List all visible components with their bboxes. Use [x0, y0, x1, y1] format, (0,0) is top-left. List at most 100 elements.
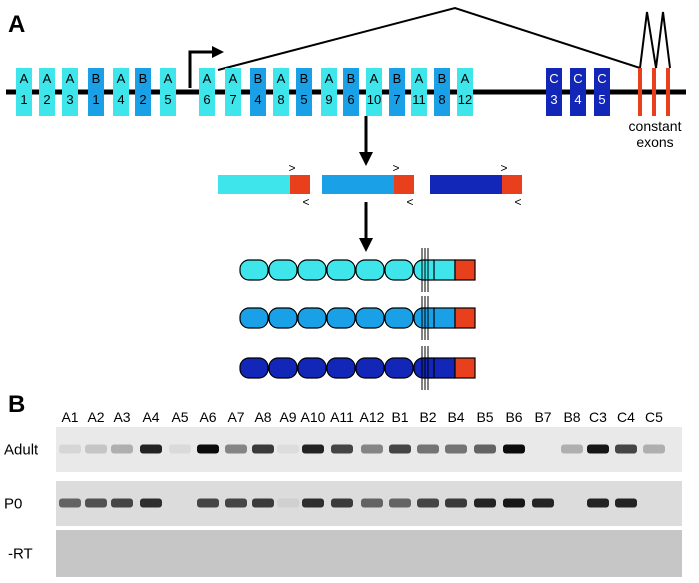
transcript-variable-segment	[218, 175, 290, 194]
cadherin-domain	[297, 259, 327, 281]
splice-line-constant	[639, 11, 671, 69]
forward-primer: >	[392, 161, 399, 175]
exon-box	[199, 68, 215, 116]
cadherin-domain	[384, 357, 414, 379]
gel-band	[197, 444, 219, 454]
cadherin-domain	[239, 307, 269, 329]
gel-band	[277, 498, 299, 508]
exon-a7: A7	[225, 68, 241, 116]
exon-box	[570, 68, 586, 116]
exon-type-label: A	[370, 71, 379, 86]
exon-type-label: C	[597, 71, 606, 86]
gel-band	[331, 498, 353, 508]
constant-exon-1	[638, 68, 642, 116]
gel-band	[389, 444, 411, 454]
cytoplasmic-variable	[433, 259, 456, 281]
exon-box	[225, 68, 241, 116]
gel-band	[361, 498, 383, 508]
cadherin-domain	[355, 307, 385, 329]
exon-b6: B6	[343, 68, 359, 116]
cadherin-domain	[297, 357, 327, 379]
exon-type-label: B	[300, 71, 309, 86]
gel-band	[615, 444, 637, 454]
exon-type-label: A	[66, 71, 75, 86]
gel-band	[474, 498, 496, 508]
transcript-constant-segment	[394, 175, 414, 194]
exon-type-label: B	[347, 71, 356, 86]
exon-number-label: 8	[277, 92, 284, 107]
reverse-primer: <	[406, 195, 413, 209]
transcript-constant-segment	[290, 175, 310, 194]
exon-number-label: 5	[598, 92, 605, 107]
lane-label: B2	[419, 409, 436, 425]
gel-band	[532, 498, 554, 508]
lane-label: A9	[279, 409, 296, 425]
exon-box	[113, 68, 129, 116]
gel-band	[445, 498, 467, 508]
exon-c5: C5	[594, 68, 610, 116]
cytoplasmic-variable	[433, 307, 456, 329]
exon-type-label: A	[415, 71, 424, 86]
exon-type-label: C	[573, 71, 582, 86]
arrow-transcription-head	[359, 152, 373, 166]
flow-arrows	[359, 116, 373, 252]
lane-label: A6	[199, 409, 216, 425]
exon-a5: A5	[160, 68, 176, 116]
exon-box	[434, 68, 450, 116]
exon-a4: A4	[113, 68, 129, 116]
exon-a12: A12	[457, 68, 473, 116]
cadherin-domain	[239, 259, 269, 281]
lane-label: B5	[476, 409, 493, 425]
cytoplasmic-constant	[454, 259, 476, 281]
exon-a10: A 10	[366, 68, 382, 116]
exon-number-label: 12	[458, 92, 472, 107]
exon-box	[160, 68, 176, 116]
gel-band	[111, 498, 133, 508]
exon-number-label: 2	[139, 92, 146, 107]
exon-number-label: 10	[367, 92, 381, 107]
gel-band	[503, 444, 525, 454]
gel-band	[587, 444, 609, 454]
forward-primer: >	[500, 161, 507, 175]
exon-box	[546, 68, 562, 116]
transcripts: ><><><	[218, 161, 522, 209]
gel-band	[389, 498, 411, 508]
exon-a11: A11	[411, 68, 427, 116]
gel-band	[417, 444, 439, 454]
promoter-arrow	[188, 50, 215, 88]
lane-label: A7	[227, 409, 244, 425]
cytoplasmic-variable	[433, 357, 456, 379]
exon-a8: A8	[273, 68, 289, 116]
cadherin-domain	[326, 357, 356, 379]
gel-band	[277, 444, 299, 454]
exon-type-label: A	[20, 71, 29, 86]
exon-box	[366, 68, 382, 116]
panel-label-b: B	[8, 391, 25, 418]
cadherin-domain	[268, 259, 298, 281]
exon-number-label: 6	[203, 92, 210, 107]
exon-number-label: 1	[92, 92, 99, 107]
lane-label: A4	[142, 409, 159, 425]
exon-box	[343, 68, 359, 116]
transcript-constant-segment	[502, 175, 522, 194]
exon-type-label: A	[43, 71, 52, 86]
gene-structure: A1A2A3B1A4B2A5A6A7B4A8B5A9B6A10B7A11B8A1…	[6, 6, 686, 150]
lane-label: A12	[360, 409, 385, 425]
exon-type-label: B	[393, 71, 402, 86]
protein-c	[239, 346, 476, 390]
cadherin-domain	[268, 307, 298, 329]
exon-a9: A9	[321, 68, 337, 116]
splice-line-variable	[217, 6, 641, 71]
gel-row-rt: -RT	[8, 530, 682, 577]
constant-exon-3	[666, 68, 670, 116]
lane-label: A2	[87, 409, 104, 425]
exon-b2: B2	[135, 68, 151, 116]
exon-type-label: B	[139, 71, 148, 86]
gel-band	[225, 498, 247, 508]
promoter-arrow-head	[212, 46, 224, 58]
lane-label: C4	[617, 409, 635, 425]
exon-box	[457, 68, 473, 116]
gel-band	[59, 498, 81, 508]
cadherin-domain	[326, 307, 356, 329]
exon-a2: A2	[39, 68, 55, 116]
